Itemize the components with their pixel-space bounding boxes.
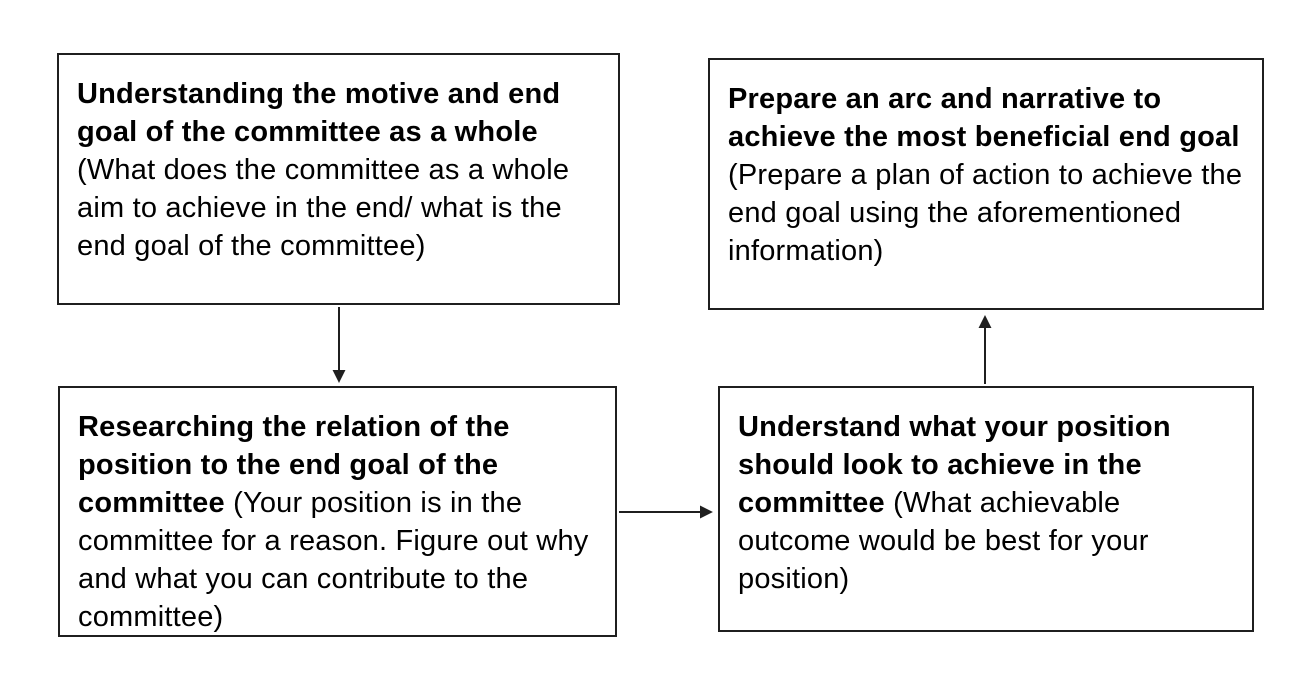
flow-node-research-relation: Researching the relation of the position… <box>58 386 617 637</box>
node-text: Understanding the motive and end goal of… <box>77 75 600 265</box>
node-text: Understand what your position should loo… <box>738 408 1234 598</box>
node-bold-text: Understanding the motive and end goal of… <box>77 78 561 148</box>
node-regular-text: (What achievable outcome would be best f… <box>738 487 1149 595</box>
node-bold-text: Researching the relation of the position… <box>78 411 510 519</box>
node-regular-text: (Prepare a plan of action to achieve the… <box>728 159 1243 267</box>
node-regular-text: (What does the committee as a whole aim … <box>77 154 570 262</box>
flow-node-prepare-arc: Prepare an arc and narrative to achieve … <box>708 58 1264 310</box>
node-regular-text: (Your position is in the committee for a… <box>78 487 589 633</box>
node-text: Prepare an arc and narrative to achieve … <box>728 80 1244 270</box>
node-text: Researching the relation of the position… <box>78 408 597 636</box>
node-bold-text: Understand what your position should loo… <box>738 411 1171 519</box>
flow-node-understand-position: Understand what your position should loo… <box>718 386 1254 632</box>
flow-node-understand-motive: Understanding the motive and end goal of… <box>57 53 620 305</box>
node-bold-text: Prepare an arc and narrative to achieve … <box>728 83 1240 153</box>
